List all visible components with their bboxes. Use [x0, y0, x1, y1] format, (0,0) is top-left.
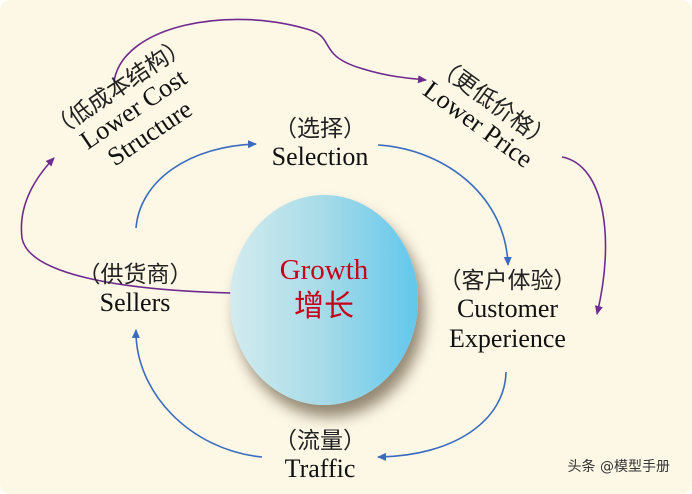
- customer-experience-en-1: Customer: [456, 294, 559, 324]
- arrow-growth-to-lower-cost: [20, 157, 233, 294]
- arrow-sellers-to-selection: [135, 140, 257, 229]
- sellers-en: Sellers: [99, 288, 171, 318]
- customer-experience-en-2: Experience: [449, 324, 566, 354]
- traffic-en: Traffic: [284, 454, 356, 484]
- node-customer-experience: （客户体验） Customer Experience: [420, 268, 595, 354]
- sellers-zh: （供货商）: [77, 262, 193, 287]
- arrow-lower-cost-to-lower-price: [113, 18, 427, 84]
- node-traffic: （流量） Traffic: [240, 428, 400, 484]
- growth-label: Growth 增长: [230, 252, 418, 326]
- arrow-lower-price-to-customer-experience: [561, 156, 607, 315]
- watermark: 头条 @模型手册: [567, 459, 670, 475]
- node-sellers: （供货商） Sellers: [60, 262, 210, 318]
- customer-experience-zh: （客户体验）: [438, 268, 577, 293]
- growth-circle: [230, 195, 418, 405]
- traffic-zh: （流量）: [274, 428, 366, 453]
- selection-zh: （选择）: [274, 116, 366, 141]
- growth-en: Growth: [279, 254, 369, 286]
- node-selection: （选择） Selection: [240, 116, 400, 172]
- arrow-selection-to-customer-experience: [377, 144, 512, 266]
- arrow-customer-experience-to-traffic: [377, 371, 507, 461]
- growth-zh: 增长: [294, 290, 354, 324]
- selection-en: Selection: [271, 142, 369, 172]
- arrow-traffic-to-sellers: [131, 329, 263, 458]
